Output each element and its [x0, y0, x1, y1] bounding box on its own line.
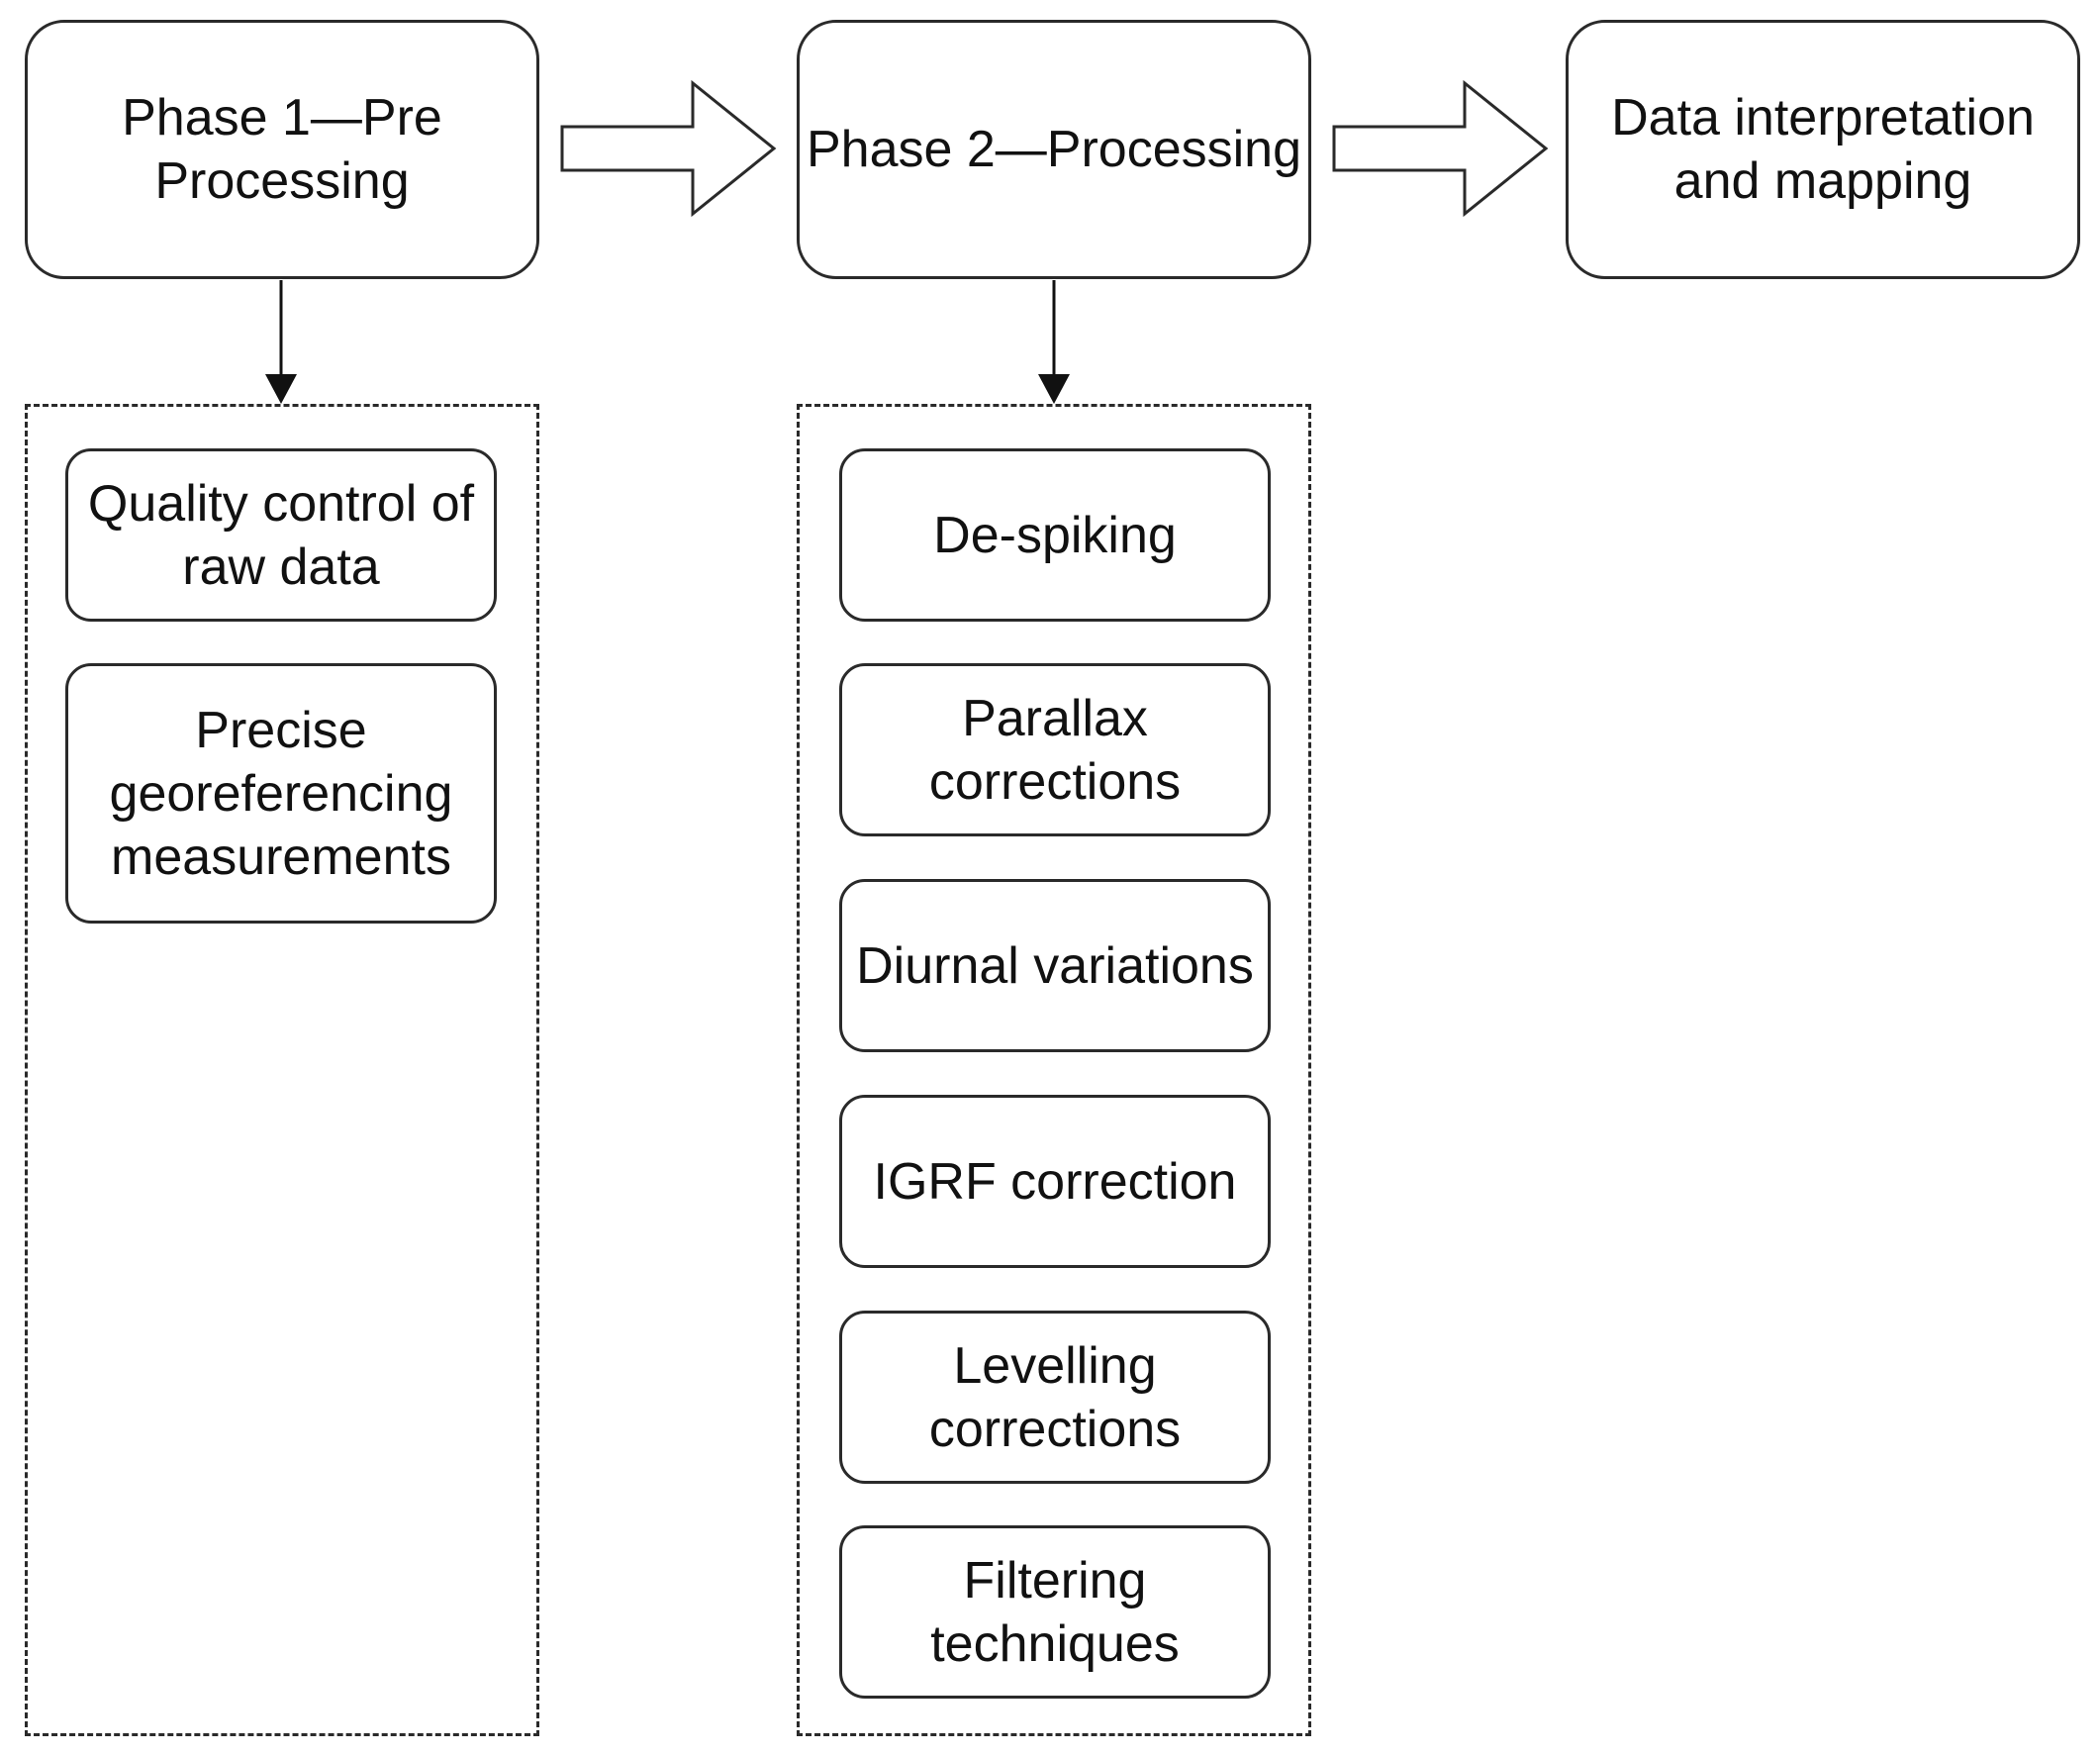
- phase2-step-levelling: Levelling corrections: [839, 1311, 1271, 1484]
- phase2-step-label: Levelling corrections: [928, 1336, 1182, 1458]
- phase3-box: Data interpretation and mapping: [1566, 20, 2080, 279]
- phase2-step-label: IGRF correction: [873, 1152, 1237, 1211]
- phase1-step-label: Precise georeferencing measurements: [109, 701, 453, 886]
- phase2-step-filtering: Filtering techniques: [839, 1525, 1271, 1699]
- phase2-down-arrow-head: [1038, 374, 1070, 404]
- phase2-step-label: Filtering techniques: [930, 1551, 1180, 1673]
- phase2-label: Phase 2—Processing: [806, 121, 1302, 178]
- phase1-steps-group: [25, 404, 539, 1736]
- phase2-step-label: Diurnal variations: [856, 936, 1254, 995]
- phase3-label: Data interpretation and mapping: [1611, 89, 2035, 210]
- phase1-label: Phase 1—Pre Processing: [122, 89, 442, 210]
- phase1-to-phase2-arrow: [560, 79, 777, 218]
- phase2-step-parallax: Parallax corrections: [839, 663, 1271, 836]
- phase2-step-igrf: IGRF correction: [839, 1095, 1271, 1268]
- phase1-step-georeferencing: Precise georeferencing measurements: [65, 663, 497, 924]
- phase1-box: Phase 1—Pre Processing: [25, 20, 539, 279]
- phase2-steps-group: [797, 404, 1311, 1736]
- phase1-step-quality-control: Quality control of raw data: [65, 448, 497, 622]
- phase2-step-de-spiking: De-spiking: [839, 448, 1271, 622]
- phase2-step-diurnal: Diurnal variations: [839, 879, 1271, 1052]
- phase2-step-label: Parallax corrections: [928, 689, 1182, 811]
- phase2-step-label: De-spiking: [933, 506, 1177, 564]
- phase2-to-phase3-arrow: [1332, 79, 1549, 218]
- phase1-down-arrow-head: [265, 374, 297, 404]
- phase1-step-label: Quality control of raw data: [87, 474, 475, 596]
- phase2-box: Phase 2—Processing: [797, 20, 1311, 279]
